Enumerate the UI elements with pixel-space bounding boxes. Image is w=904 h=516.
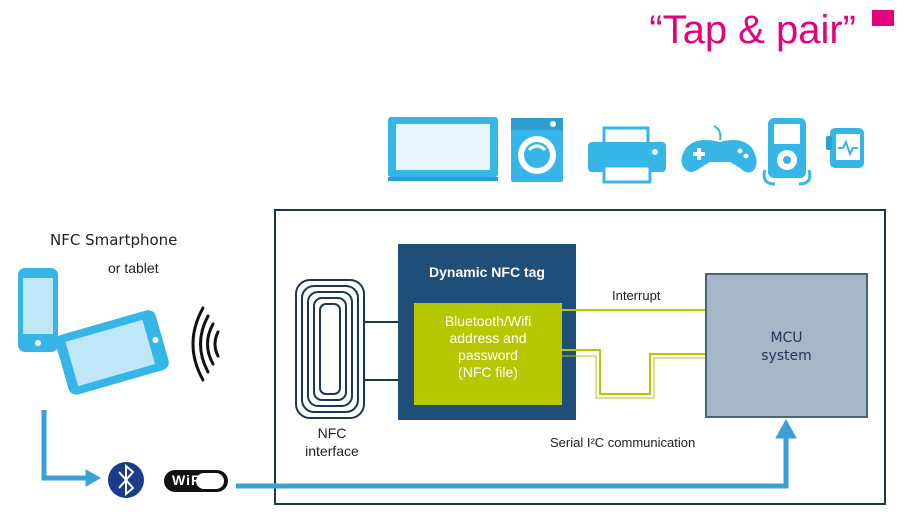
tablet-label: or tablet bbox=[108, 260, 159, 276]
interrupt-label: Interrupt bbox=[612, 288, 661, 303]
nfc-file-box: Bluetooth/Wifi address and password (NFC… bbox=[414, 303, 562, 405]
nfc-interface-label-line: interface bbox=[305, 443, 359, 459]
mcu-label-line: system bbox=[761, 348, 812, 364]
phone-label: NFC Smartphone bbox=[50, 231, 178, 249]
tv-icon bbox=[388, 117, 498, 181]
washing-machine-icon bbox=[511, 118, 563, 182]
i2c-signal-line bbox=[562, 355, 705, 399]
mcu-box bbox=[705, 273, 868, 418]
health-monitor-icon bbox=[826, 128, 864, 168]
nfc-interface-label-line: NFC bbox=[317, 425, 347, 441]
nfc-file-line: (NFC file) bbox=[458, 364, 518, 380]
page-title: “Tap & pair” bbox=[649, 8, 856, 52]
nfc-interface-label: NFC interface bbox=[296, 424, 368, 460]
mcu-label: MCU system bbox=[705, 329, 868, 365]
wifi-logo-text: WiFi bbox=[172, 472, 206, 488]
mcu-label-line: MCU bbox=[770, 330, 803, 346]
tablet-icon bbox=[55, 310, 169, 395]
nfc-file-line: password bbox=[458, 347, 518, 363]
printer-icon bbox=[588, 126, 666, 184]
nfc-waves-icon bbox=[191, 306, 220, 382]
i2c-signal-line bbox=[562, 349, 705, 395]
nfc-file-line: Bluetooth/Wifi bbox=[444, 313, 532, 329]
nfc-antenna-icon bbox=[295, 279, 365, 419]
nfc-tag-title: Dynamic NFC tag bbox=[429, 264, 545, 280]
music-player-icon bbox=[762, 118, 812, 186]
bluetooth-icon bbox=[108, 462, 144, 498]
title-accent-square bbox=[872, 10, 894, 26]
gamepad-icon bbox=[681, 125, 757, 173]
system-box bbox=[274, 209, 886, 505]
smartphone-icon bbox=[18, 268, 58, 352]
wifi-logo-icon bbox=[164, 470, 228, 492]
connection-arrow bbox=[41, 410, 102, 487]
nfc-file-line: address and bbox=[449, 330, 527, 346]
wifi-to-mcu-arrow bbox=[236, 418, 797, 489]
serial-label: Serial I²C communication bbox=[550, 435, 696, 450]
